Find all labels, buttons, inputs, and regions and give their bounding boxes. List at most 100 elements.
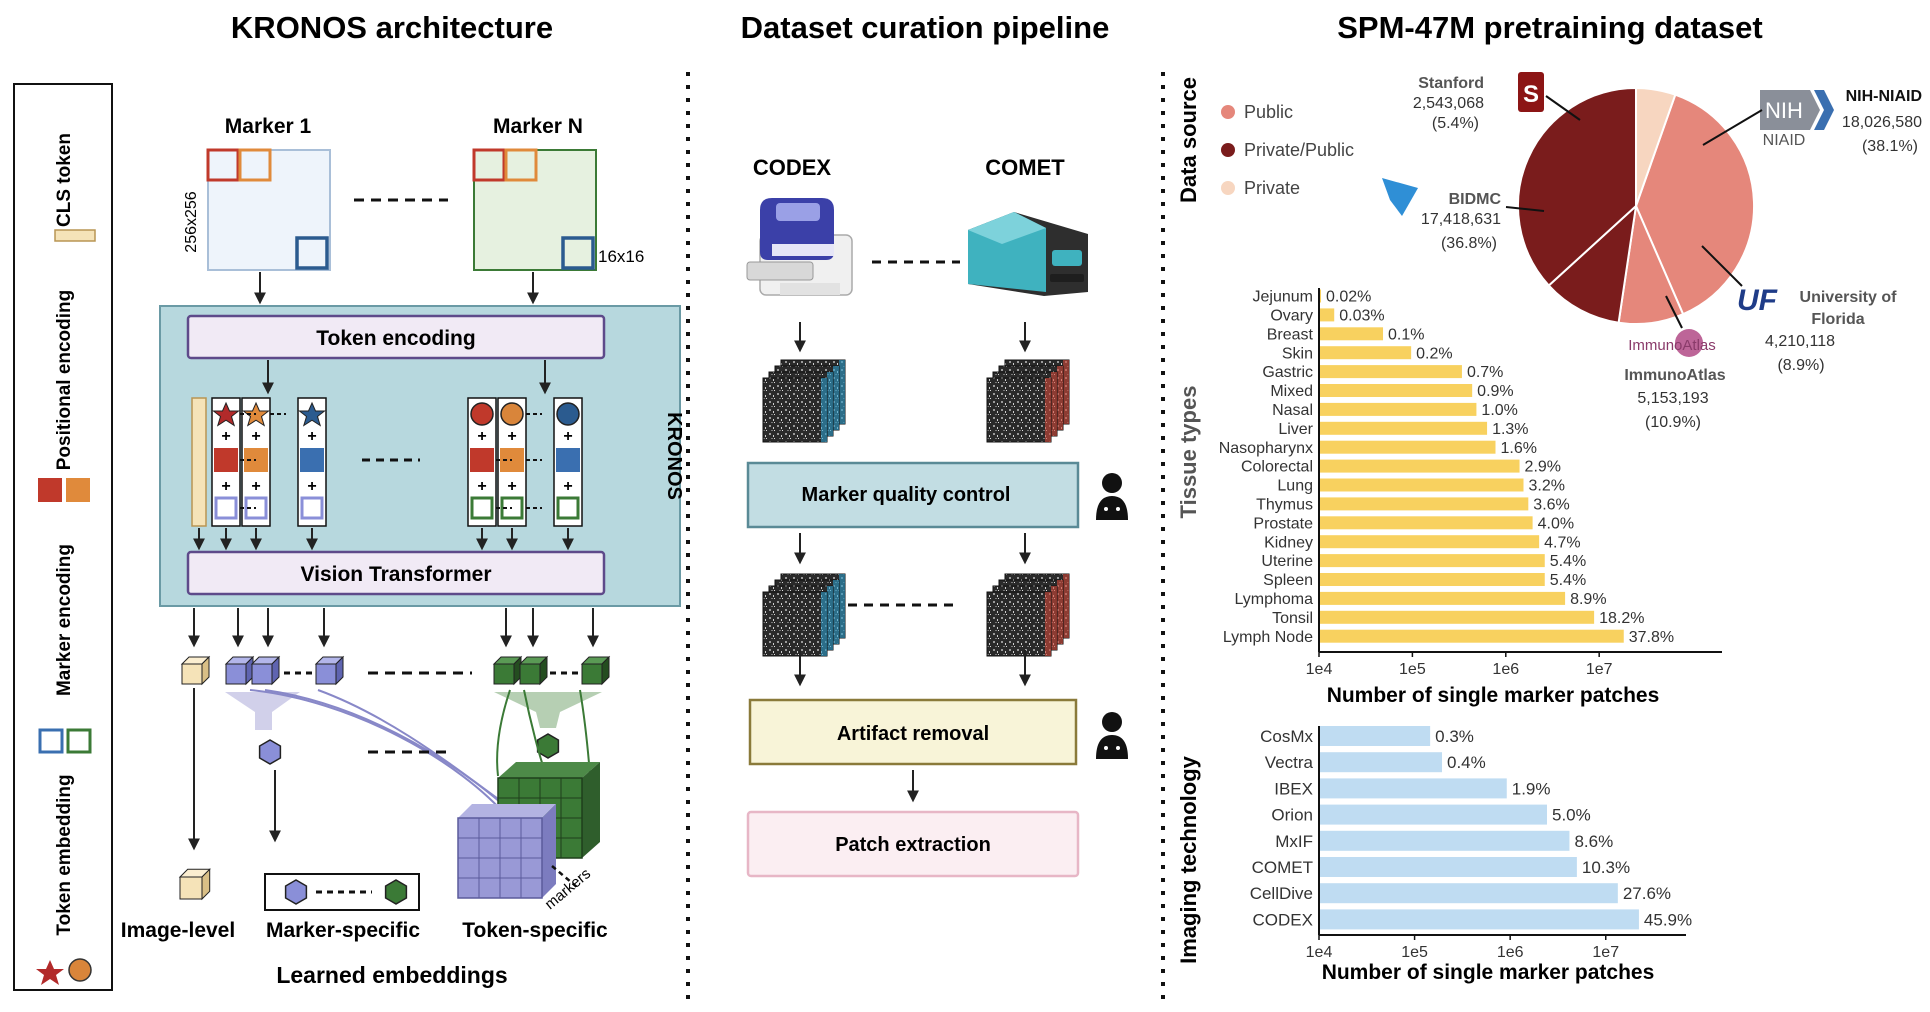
reviewer-icon-2 <box>1096 712 1128 759</box>
image-layer-tint <box>839 574 845 638</box>
category-label: Liver <box>1278 421 1313 438</box>
plus-sign: + <box>251 428 260 445</box>
plus-sign: + <box>307 478 316 495</box>
bar-comet <box>1320 857 1577 877</box>
image-level-embedding-cube-front <box>179 876 203 900</box>
circle-token-icon <box>556 402 580 426</box>
marker-token-cube-front <box>251 663 273 685</box>
category-label: Spleen <box>1263 572 1313 589</box>
artifact-removal-box <box>748 698 1078 766</box>
data-label: 4.0% <box>1538 515 1574 532</box>
legend-token-embedding: Token embedding <box>54 774 75 935</box>
marker-encoding-cell <box>300 496 324 520</box>
category-label: Skin <box>1282 345 1313 362</box>
bar-vectra <box>1320 752 1443 773</box>
bar-codex <box>1320 909 1639 930</box>
uf-count: 4,210,118 <box>1765 333 1835 350</box>
green-token-cube-front <box>581 663 603 685</box>
image-layer-tint <box>1057 366 1063 430</box>
imaging-x-axis-label: Number of single marker patches <box>1322 961 1655 984</box>
stanford-label: Stanford <box>1418 75 1484 92</box>
category-label: Nasopharynx <box>1219 440 1313 457</box>
image-layer-tint <box>827 372 833 436</box>
comet-label: COMET <box>985 155 1065 180</box>
cls-token-column <box>191 397 207 527</box>
token-column: ++ <box>467 397 497 551</box>
legend-dot <box>1221 143 1235 157</box>
legend-positional-encoding: Positional encoding <box>54 290 75 471</box>
data-label: 0.4% <box>1447 753 1486 772</box>
image-layer-tint <box>1045 378 1051 442</box>
bar-kidney <box>1320 535 1540 549</box>
uf-pct: (8.9%) <box>1777 357 1824 374</box>
pie-slice-immunoatlas <box>1547 203 1638 324</box>
token-specific-label: Token-specific <box>462 919 608 942</box>
data-label: 3.6% <box>1533 497 1569 514</box>
bar-colorectal <box>1320 459 1520 473</box>
marker-encoding-cell <box>470 496 494 520</box>
circle-token-icon <box>500 402 524 426</box>
plus-sign: + <box>563 428 572 445</box>
positional-encoding-cell <box>300 448 324 472</box>
image-layer <box>986 377 1052 443</box>
immunoatlas-logo-text: ImmunoAtlas <box>1628 337 1716 354</box>
category-label: Lung <box>1277 478 1313 495</box>
stanford-logo <box>1518 72 1544 112</box>
marker-embedding-icon <box>284 879 308 905</box>
architecture-title: KRONOS architecture <box>231 10 553 45</box>
marker-n-label: Marker N <box>493 115 583 138</box>
token-columns: ++++++++++++ <box>193 397 583 551</box>
imaging-axis-label: Imaging technology <box>1176 755 1201 964</box>
data-label: 0.3% <box>1435 727 1474 746</box>
category-label: MxIF <box>1275 832 1313 851</box>
reviewer-icon-1 <box>1096 473 1128 520</box>
image-layer-tint <box>1051 586 1057 650</box>
image-layer-tint <box>821 378 827 442</box>
category-label: CosMx <box>1260 727 1313 746</box>
category-label: Lymphoma <box>1234 591 1313 608</box>
category-label: Ovary <box>1270 308 1313 325</box>
positional-encoding-cell <box>470 448 494 472</box>
star-icon <box>36 960 64 985</box>
legend-dot <box>1221 181 1235 195</box>
category-label: Colorectal <box>1241 459 1313 476</box>
codex-qc-stack <box>762 573 846 657</box>
data-label: 0.1% <box>1388 326 1424 343</box>
pie-slice-bidmc <box>1517 86 1637 287</box>
bar-skin <box>1320 346 1412 360</box>
bar-lung <box>1320 478 1524 492</box>
marker-swatch-green <box>66 728 92 754</box>
green-token-cube-front <box>493 663 515 685</box>
positional-swatch-red <box>38 478 62 502</box>
image-layer <box>986 591 1052 657</box>
green-token-cube-front <box>519 663 541 685</box>
marker-qc-box <box>746 461 1080 529</box>
marker-encoding-cell <box>214 496 238 520</box>
bar-uterine <box>1320 554 1545 568</box>
data-label: 8.6% <box>1574 832 1613 851</box>
legend-label: Private/Public <box>1244 140 1354 160</box>
plus-sign: + <box>477 478 486 495</box>
bar-celldive <box>1320 883 1618 904</box>
bar-gastric <box>1320 365 1462 379</box>
marker-qc-label: Marker quality control <box>802 484 1011 506</box>
bar-orion <box>1320 804 1547 825</box>
data-label: 4.7% <box>1544 534 1580 551</box>
uf-label-1: University of <box>1800 289 1898 306</box>
data-label: 45.9% <box>1644 910 1692 929</box>
bar-ibex <box>1320 778 1507 799</box>
image-layer-tint <box>833 580 839 644</box>
data-label: 1.3% <box>1492 421 1528 438</box>
token-column: ++ <box>211 397 241 551</box>
stanford-count: 2,543,068 <box>1413 95 1484 112</box>
pooled-marker-embedding <box>536 733 560 759</box>
token-column: ++ <box>553 397 583 551</box>
bidmc-count: 17,418,631 <box>1421 211 1501 228</box>
bar-nasal <box>1320 402 1477 416</box>
category-label: Prostate <box>1253 515 1313 532</box>
category-label: Mixed <box>1270 383 1313 400</box>
